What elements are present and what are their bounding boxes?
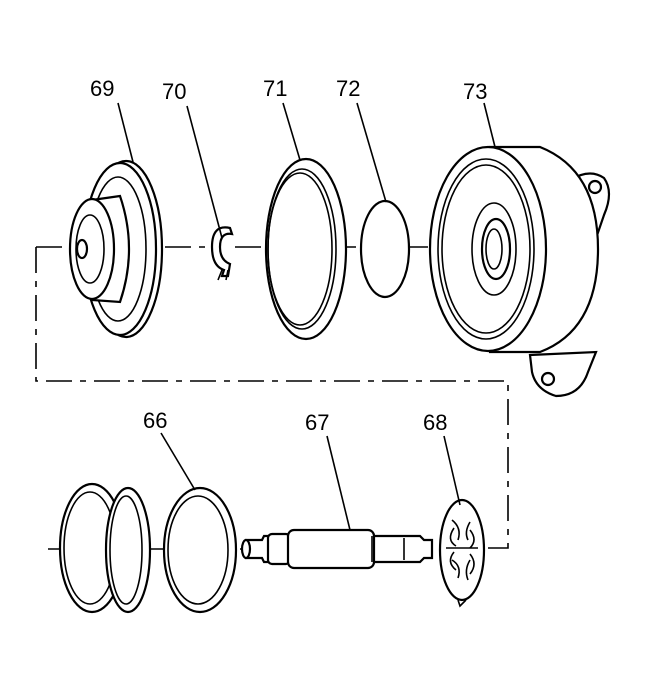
leader-lines	[117, 102, 496, 531]
callout-72: 72	[336, 76, 360, 101]
callout-70: 70	[162, 79, 186, 104]
part-73-housing	[428, 145, 611, 398]
callout-69: 69	[90, 76, 114, 101]
part-69-piston	[68, 159, 164, 339]
callout-71: 71	[263, 76, 287, 101]
part-72-disc-seal	[359, 199, 411, 299]
part-71-seal-ring	[264, 157, 348, 341]
callout-66: 66	[143, 408, 167, 433]
callout-68: 68	[423, 410, 447, 435]
part-70-snap-ring	[210, 226, 234, 281]
callout-67: 67	[305, 410, 329, 435]
callout-labels: 69 70 71 72 73 66 67 68	[90, 76, 487, 435]
part-67-shaft	[240, 528, 434, 570]
callout-73: 73	[463, 79, 487, 104]
part-66-seal-rings	[58, 482, 238, 614]
part-68-retainer-plate	[438, 498, 486, 608]
